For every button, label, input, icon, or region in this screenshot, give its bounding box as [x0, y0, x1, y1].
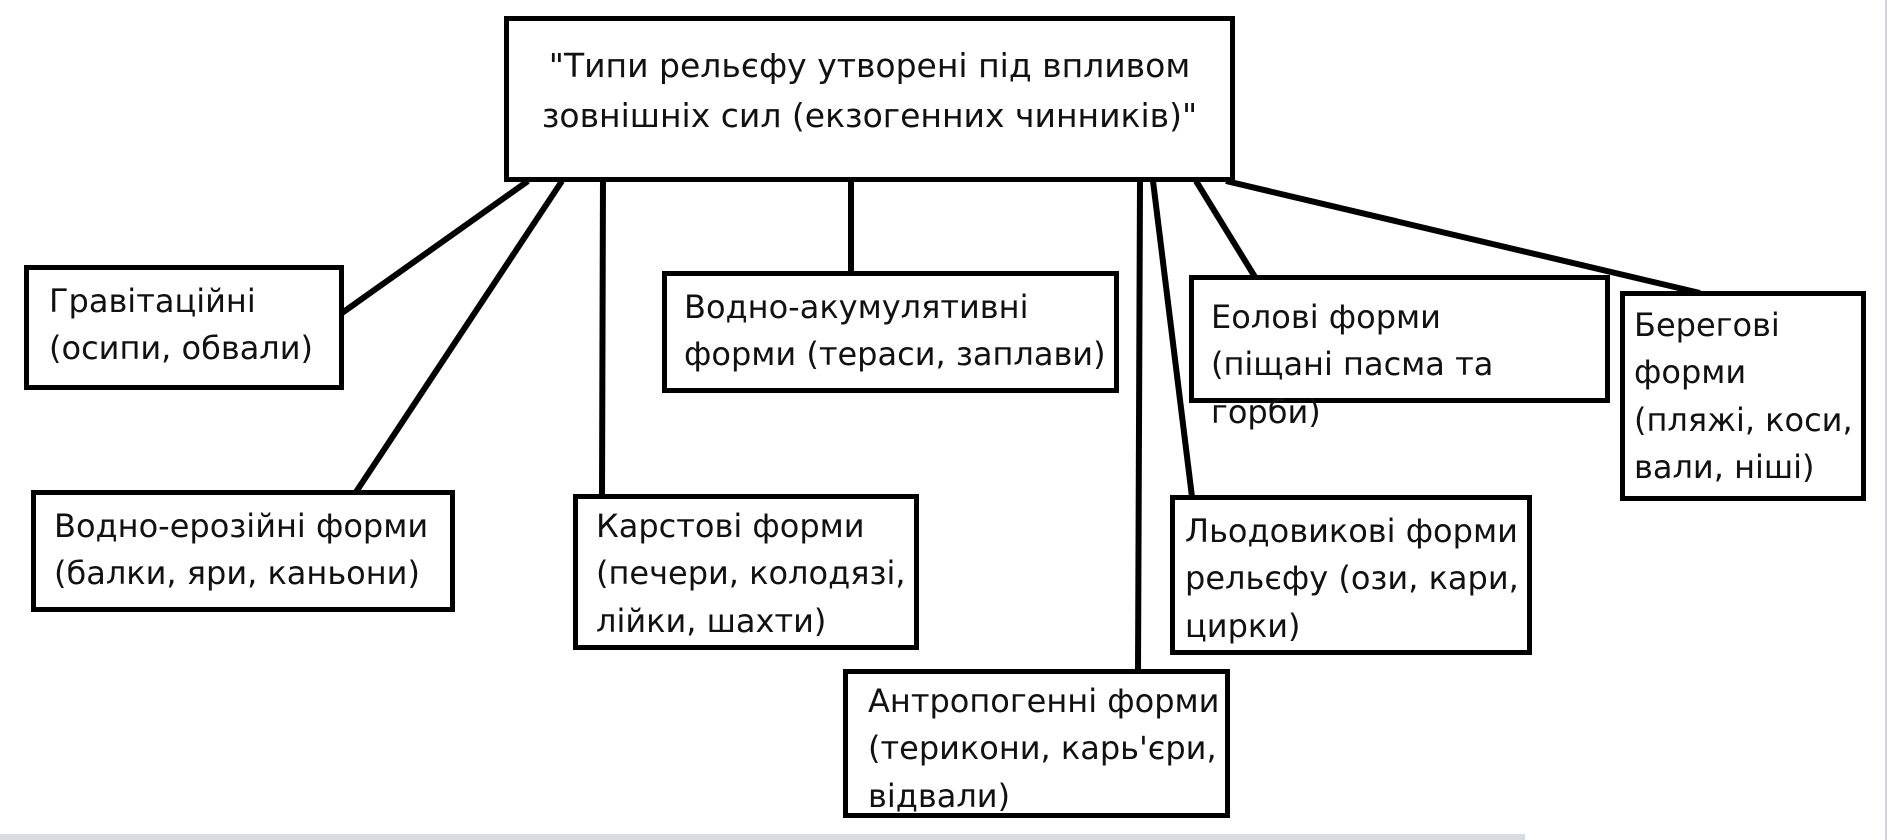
node-water-accumulative: Водно-акумулятивні форми (тераси, заплав…	[662, 271, 1119, 393]
page-edge-bottom	[0, 834, 1525, 840]
node-aeolian: Еолові форми (піщані пасма та горби)	[1189, 275, 1610, 431]
page-edge-right	[1885, 0, 1887, 840]
root-node: "Типи рельєфу утворені під впливом зовні…	[504, 16, 1235, 182]
node-gravitational: Гравітаційні (осипи, обвали)	[24, 265, 344, 390]
connector-karst	[599, 174, 606, 497]
node-water-erosion: Водно-ерозійні форми (балки, яри, каньон…	[31, 490, 455, 612]
connector-glacial	[1150, 180, 1195, 498]
connector-gravitational	[340, 178, 530, 316]
node-coastal: Берегові форми (пляжі, коси, вали, ніші)	[1620, 291, 1866, 501]
connector-coastal	[1225, 178, 1701, 296]
connector-aeolian	[1193, 179, 1258, 279]
connector-water-erosion	[353, 179, 565, 494]
node-anthropogenic: Антропогенні форми (терикони, карь'єри, …	[843, 669, 1230, 818]
node-karst: Карстові форми (печери, колодязі, лійки,…	[573, 494, 919, 650]
connector-anthropogenic	[1135, 180, 1143, 672]
node-glacial: Льодовикові форми рельєфу (ози, кари, ци…	[1170, 495, 1532, 655]
